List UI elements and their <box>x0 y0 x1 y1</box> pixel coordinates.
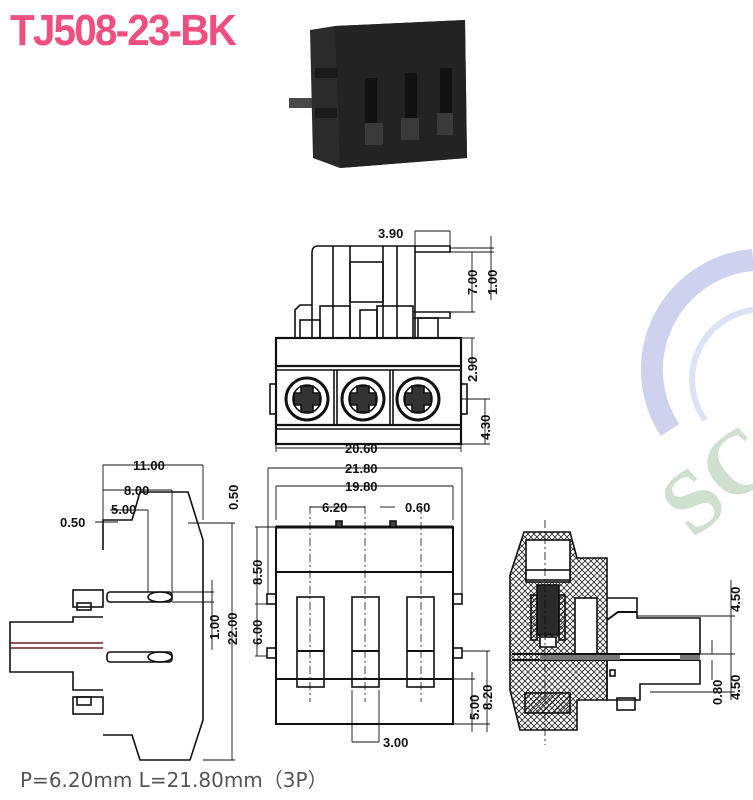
screw-3 <box>395 376 441 422</box>
dim-11-00: 11.00 <box>133 458 165 473</box>
dim-2-90: 2.90 <box>465 357 480 382</box>
dim-4-30: 4.30 <box>478 415 493 440</box>
dim-0-60: 0.60 <box>405 500 430 515</box>
dim-1-00-side: 1.00 <box>207 615 222 640</box>
front-view <box>255 467 490 743</box>
watermark-logo: SC <box>641 249 753 555</box>
dim-22-00: 22.00 <box>225 612 240 645</box>
dim-20-60: 20.60 <box>345 441 378 456</box>
dim-5-00: 5.00 <box>111 502 136 517</box>
section-view <box>509 520 735 745</box>
dim-8-00: 8.00 <box>124 483 149 498</box>
spec-footer: P=6.20mm L=21.80mm（3P） <box>20 768 328 792</box>
screw-2 <box>340 376 386 422</box>
dim-3-00: 3.00 <box>383 735 408 750</box>
dim-6-00: 6.00 <box>250 620 265 645</box>
pin-tab <box>289 98 319 108</box>
dim-0-80: 0.80 <box>710 680 725 705</box>
dim-21-80: 21.80 <box>345 461 378 476</box>
dim-6-20: 6.20 <box>322 500 347 515</box>
dim-5-00-front: 5.00 <box>467 695 482 720</box>
dim-0-50-top: 0.50 <box>226 485 241 510</box>
product-photo <box>289 20 467 168</box>
dim-8-50: 8.50 <box>250 560 265 585</box>
screw-1 <box>284 376 330 422</box>
dim-4-50-upper: 4.50 <box>728 587 743 612</box>
dim-7-00: 7.00 <box>465 270 480 295</box>
dim-8-20: 8.20 <box>480 685 495 710</box>
top-view <box>269 230 494 452</box>
dim-4-50-lower: 4.50 <box>728 675 743 700</box>
side-view <box>9 464 235 761</box>
part-number-title: TJ508-23-BK <box>10 6 237 55</box>
dim-1-00-top: 1.00 <box>485 270 500 295</box>
dim-0-50-left: 0.50 <box>60 515 85 530</box>
dim-3-90: 3.90 <box>378 226 403 241</box>
dim-19-80: 19.80 <box>345 479 378 494</box>
